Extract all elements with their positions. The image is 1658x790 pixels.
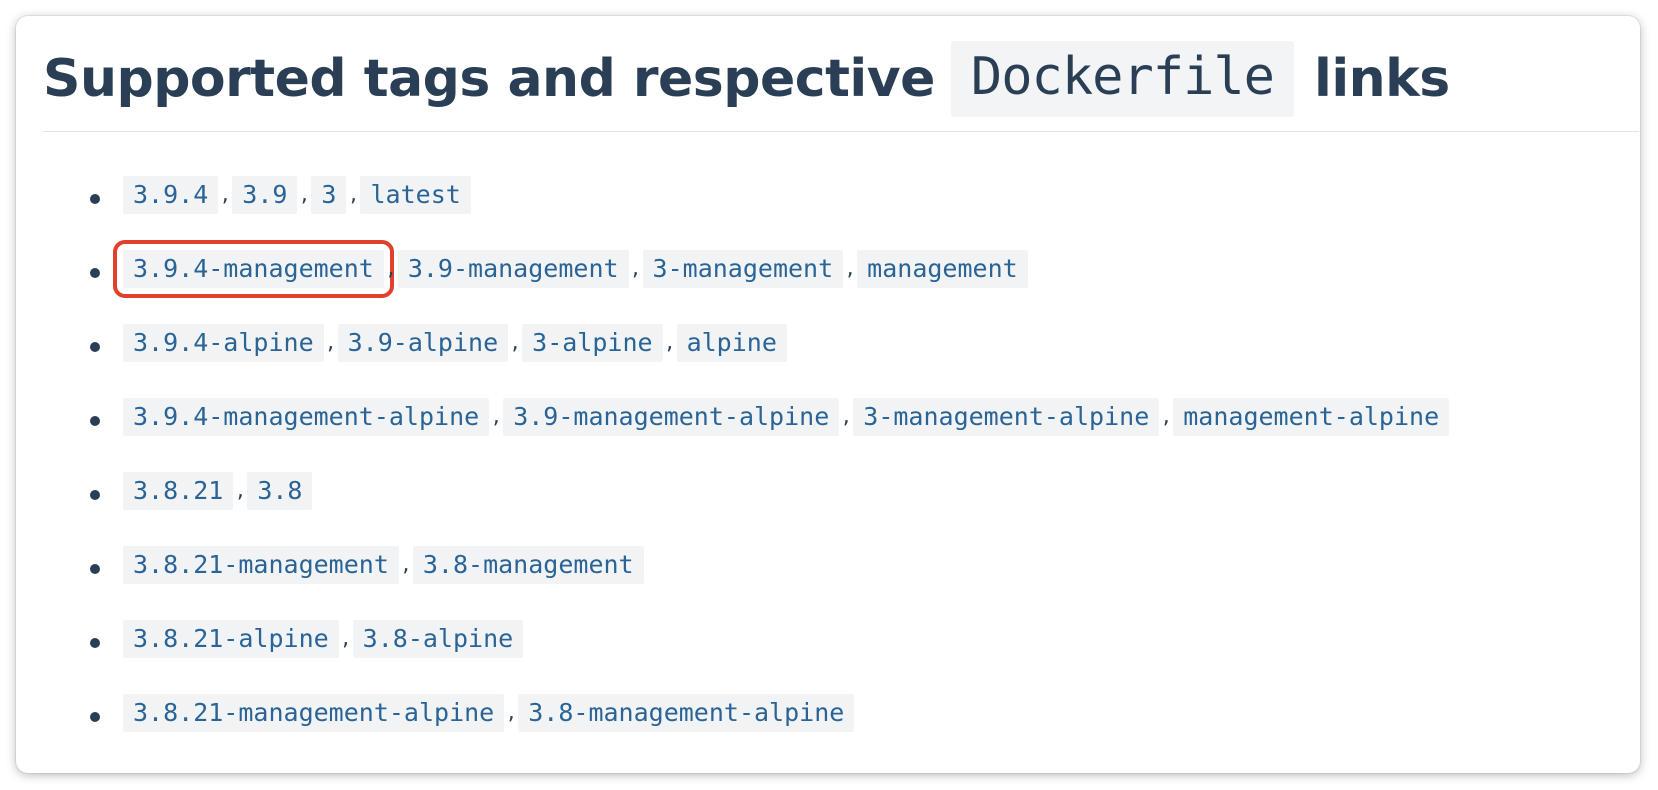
- tag-link[interactable]: 3.9-management: [397, 250, 629, 288]
- tag-separator: ,: [342, 626, 350, 651]
- tag-link[interactable]: 3.9-management-alpine: [503, 398, 840, 436]
- tag-separator: ,: [1162, 404, 1170, 429]
- tag-row: 3.9.4,3.9,3,latest: [16, 176, 1640, 250]
- tag-link[interactable]: 3: [311, 176, 347, 214]
- tag-separator: ,: [221, 182, 229, 207]
- tag-link[interactable]: 3.9.4-alpine: [123, 324, 324, 362]
- tag-row: 3.9.4-management-alpine,3.9-management-a…: [16, 398, 1640, 472]
- tag-separator: ,: [666, 330, 674, 355]
- content-card: Supported tags and respective Dockerfile…: [16, 16, 1640, 773]
- tag-link[interactable]: 3.8.21-management: [123, 546, 399, 584]
- tag-link[interactable]: 3.9.4-management: [113, 240, 394, 298]
- tag-row: 3.8.21-alpine,3.8-alpine: [16, 620, 1640, 694]
- tag-separator: ,: [511, 330, 519, 355]
- tag-separator: ,: [402, 552, 410, 577]
- tag-link[interactable]: 3.8-management: [412, 546, 644, 584]
- bullet-icon: [90, 194, 100, 204]
- tag-link[interactable]: 3.8.21-alpine: [123, 620, 339, 658]
- tag-group: 3.8.21-management,3.8-management: [123, 546, 644, 584]
- tag-group: 3.8.21,3.8: [123, 472, 313, 510]
- tag-row: 3.8.21-management-alpine,3.8-management-…: [16, 694, 1640, 768]
- tag-link[interactable]: 3.8-management-alpine: [518, 694, 855, 732]
- tag-link[interactable]: management-alpine: [1173, 398, 1450, 436]
- tag-link[interactable]: 3.9.4: [123, 176, 219, 214]
- tag-row: 3.9.4-alpine,3.9-alpine,3-alpine,alpine: [16, 324, 1640, 398]
- bullet-icon: [90, 638, 100, 648]
- tag-separator: ,: [300, 182, 308, 207]
- tag-group: 3.9.4-management-alpine,3.9-management-a…: [123, 398, 1450, 436]
- tag-link[interactable]: 3-management-alpine: [853, 398, 1160, 436]
- tag-separator: ,: [507, 700, 515, 725]
- tag-link[interactable]: 3-alpine: [522, 324, 663, 362]
- tag-separator: ,: [632, 256, 640, 281]
- tag-row: 3.9.4-management,3.9-management,3-manage…: [16, 240, 1640, 324]
- tag-separator: ,: [327, 330, 335, 355]
- tag-link[interactable]: 3.8-alpine: [352, 620, 524, 658]
- tag-link[interactable]: latest: [360, 176, 471, 214]
- tag-link[interactable]: 3.9-alpine: [337, 324, 509, 362]
- tag-group: 3.9.4-alpine,3.9-alpine,3-alpine,alpine: [123, 324, 787, 362]
- tag-row: 3.8.21,3.8: [16, 472, 1640, 546]
- tag-group: 3.9.4-management,3.9-management,3-manage…: [113, 240, 1028, 298]
- tag-separator: ,: [236, 478, 244, 503]
- tag-link[interactable]: 3.8: [247, 472, 313, 510]
- tag-group: 3.9.4,3.9,3,latest: [123, 176, 471, 214]
- heading-text-after: links: [1314, 48, 1450, 109]
- tag-row: 3.8.21-management,3.8-management: [16, 546, 1640, 620]
- tag-link[interactable]: management: [857, 250, 1028, 288]
- page-heading: Supported tags and respective Dockerfile…: [43, 26, 1639, 132]
- bullet-icon: [90, 342, 100, 352]
- tag-separator: ,: [842, 404, 850, 429]
- heading-code-dockerfile: Dockerfile: [950, 40, 1294, 117]
- bullet-icon: [90, 564, 100, 574]
- heading-text-before: Supported tags and respective: [43, 48, 935, 109]
- bullet-icon: [90, 712, 100, 722]
- tag-link[interactable]: 3.9.4-management-alpine: [123, 398, 490, 436]
- tag-separator: ,: [349, 182, 357, 207]
- tag-link[interactable]: 3.8.21-management-alpine: [123, 694, 505, 732]
- tag-group: 3.8.21-alpine,3.8-alpine: [123, 620, 524, 658]
- bullet-icon: [90, 490, 100, 500]
- tag-group: 3.8.21-management-alpine,3.8-management-…: [123, 694, 855, 732]
- tag-link[interactable]: 3.8.21: [123, 472, 234, 510]
- tag-separator: ,: [846, 256, 854, 281]
- tag-separator: ,: [387, 256, 395, 281]
- bullet-icon: [90, 268, 100, 278]
- tag-separator: ,: [492, 404, 500, 429]
- tag-link[interactable]: 3-management: [642, 250, 844, 288]
- tag-link[interactable]: 3.9: [232, 176, 298, 214]
- bullet-icon: [90, 416, 100, 426]
- tag-link[interactable]: alpine: [676, 324, 787, 362]
